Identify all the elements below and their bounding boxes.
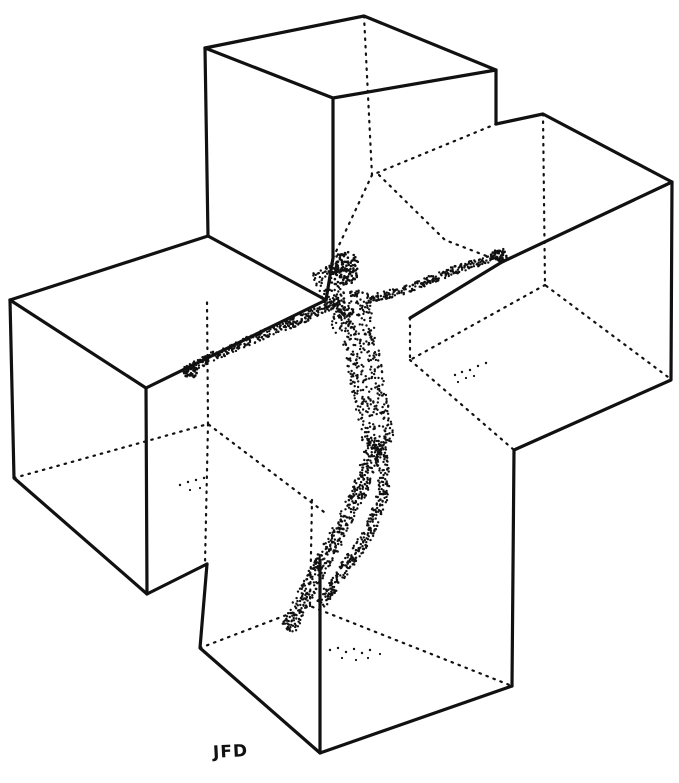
central-cube-edges [326,258,514,686]
floating-figure [183,248,508,633]
figure-body [312,265,394,447]
top-cube [205,16,496,258]
left-cube [10,236,328,594]
figure-legs [282,439,391,633]
bottom-cube [200,424,512,753]
artist-signature: JFD [213,741,249,763]
